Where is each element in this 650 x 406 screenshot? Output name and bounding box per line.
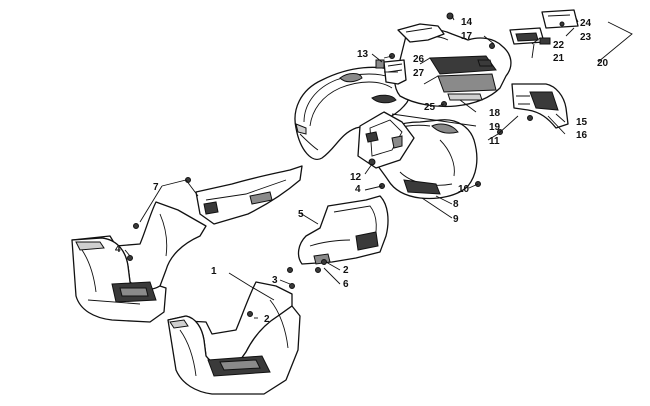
callout-14: 14: [461, 17, 473, 28]
rear-side-panel-part: [511, 83, 569, 129]
callout-27: 27: [413, 68, 425, 79]
tail-light-part: [509, 9, 579, 45]
right-footwell-part: [167, 281, 301, 395]
left-footwell-part: [71, 201, 207, 323]
callout-13: 13: [357, 49, 369, 60]
callout-16: 16: [576, 130, 588, 141]
callout-18: 18: [489, 108, 501, 119]
centre-side-panel-part: [297, 195, 389, 265]
callout-labels: 1 2 2 3 4 4 5 6 7 8 9 10 11 12 13 14 15 …: [115, 17, 609, 325]
callout-10: 10: [458, 184, 470, 195]
leader-lines: [124, 15, 633, 319]
callout-11: 11: [489, 136, 500, 147]
callout-20: 20: [597, 58, 609, 69]
callout-12: 12: [350, 172, 362, 183]
callout-4-left: 4: [115, 244, 121, 255]
callout-9: 9: [453, 214, 459, 225]
callout-1: 1: [211, 266, 217, 277]
callout-8: 8: [453, 199, 459, 210]
callout-2-centre: 2: [343, 265, 349, 276]
callout-2-lower: 2: [264, 314, 270, 325]
callout-23: 23: [580, 32, 592, 43]
rack-panel-part: [394, 29, 512, 108]
callout-26: 26: [413, 54, 425, 65]
callout-3: 3: [272, 275, 278, 286]
callout-17: 17: [461, 31, 473, 42]
callout-7: 7: [153, 182, 159, 193]
front-fender-part: [294, 66, 411, 160]
callout-19: 19: [489, 122, 501, 133]
upper-panel-part: [397, 23, 445, 43]
left-upper-panel-part: [195, 165, 303, 225]
mid-bracket-part: [357, 111, 415, 169]
callout-25: 25: [424, 102, 436, 113]
callout-6: 6: [343, 279, 349, 290]
callout-24: 24: [580, 18, 592, 29]
callout-21: 21: [553, 53, 565, 64]
callout-22: 22: [553, 40, 565, 51]
callout-15: 15: [576, 117, 588, 128]
callout-5: 5: [298, 209, 304, 220]
callout-4-centre: 4: [355, 184, 361, 195]
